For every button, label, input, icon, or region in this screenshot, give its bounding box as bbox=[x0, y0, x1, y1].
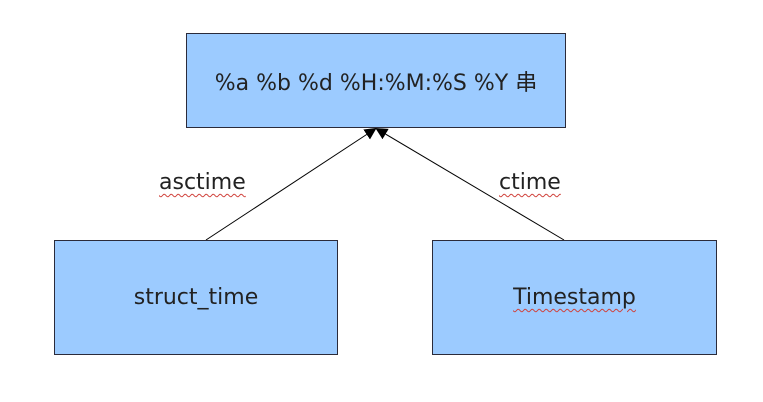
struct-time-node[interactable]: struct_time bbox=[54, 240, 338, 355]
timestamp-node[interactable]: Timestamp bbox=[432, 240, 717, 355]
format-string-node[interactable]: %a %b %d %H:%M:%S %Y 串 bbox=[186, 33, 566, 128]
edge-asctime-arrow bbox=[205, 127, 377, 241]
timestamp-label: Timestamp bbox=[513, 285, 636, 310]
format-string-label: %a %b %d %H:%M:%S %Y 串 bbox=[214, 70, 538, 96]
struct-time-label: struct_time bbox=[133, 285, 259, 310]
edge-ctime-arrow bbox=[375, 127, 565, 241]
edge-label-asctime: asctime bbox=[159, 170, 246, 195]
edge-label-ctime: ctime bbox=[499, 170, 561, 195]
